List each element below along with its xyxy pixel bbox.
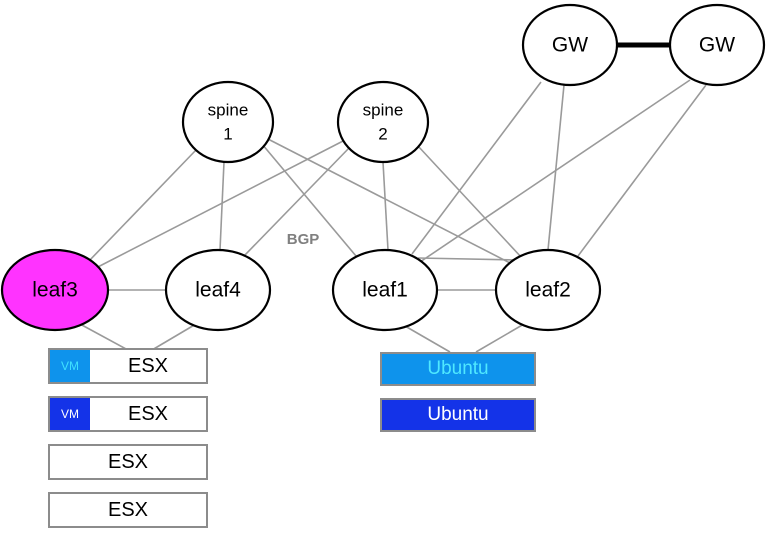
host-box-esx3[interactable]: ESX (48, 444, 208, 480)
node-shape-leaf1 (331, 248, 439, 332)
node-leaf3[interactable]: leaf3 (0, 248, 110, 332)
node-shape-leaf4 (164, 248, 272, 332)
host-box-esx1[interactable]: VM ESX (48, 348, 208, 384)
node-label-spine1: spine (208, 100, 249, 119)
node-shape-spine1 (181, 80, 275, 164)
link-gw2-leaf1 (419, 79, 691, 263)
link-leaf1-leaf2b (417, 257, 517, 261)
node-label2-spine2: 2 (378, 124, 387, 143)
host-name-esx4: ESX (107, 498, 149, 521)
node-gw2[interactable]: GW (668, 3, 766, 87)
link-spine2-leaf1 (382, 161, 389, 251)
node-shape-spine2 (336, 80, 430, 164)
link-gw1-leaf2 (547, 84, 565, 251)
link-spine2-leaf3 (91, 139, 346, 271)
server-box-ubuntu2[interactable]: Ubuntu (380, 398, 536, 432)
link-spine1-leaf1 (261, 143, 357, 257)
link-spine1-leaf3 (87, 149, 197, 263)
node-spine1[interactable]: spine 1 (181, 80, 275, 164)
link-gw2-leaf2 (577, 84, 707, 257)
node-label-leaf3: leaf3 (32, 279, 78, 302)
node-shape-gw2 (668, 3, 766, 87)
node-shape-leaf3 (0, 248, 110, 332)
node-label2-spine1: 1 (223, 124, 232, 143)
node-gw1[interactable]: GW (521, 3, 619, 87)
node-layer: GW GW spine 1 spine 2 leaf3 leaf4 leaf1 leaf2 (0, 3, 766, 332)
link-spine2-leaf2 (417, 145, 523, 259)
link-leaf1-ubuntu1 (404, 325, 451, 353)
link-leaf4-esx1 (151, 323, 197, 351)
node-leaf1[interactable]: leaf1 (331, 248, 439, 332)
host-name-esx1: ESX (127, 354, 169, 377)
node-label-spine2: spine (363, 100, 404, 119)
node-leaf2[interactable]: leaf2 (494, 248, 602, 332)
host-name-esx3: ESX (107, 450, 149, 473)
link-leaf2-ubuntu1 (475, 323, 525, 353)
server-box-ubuntu1[interactable]: Ubuntu (380, 352, 536, 386)
link-spine1-leaf4 (219, 161, 225, 251)
host-name-esx2: ESX (127, 402, 169, 425)
vm-badge-esx1: VM (50, 350, 90, 382)
node-label-gw2: GW (699, 34, 735, 57)
host-box-esx4[interactable]: ESX (48, 492, 208, 528)
link-layer (79, 42, 707, 353)
vm-badge-esx2: VM (50, 398, 90, 430)
node-shape-gw1 (521, 3, 619, 87)
node-spine2[interactable]: spine 2 (336, 80, 430, 164)
link-gw1-leaf1 (411, 81, 542, 255)
node-leaf4[interactable]: leaf4 (164, 248, 272, 332)
node-label-gw1: GW (552, 34, 588, 57)
bgp-protocol-label: BGP (287, 231, 320, 248)
node-label-leaf2: leaf2 (525, 279, 571, 302)
host-box-esx2[interactable]: VM ESX (48, 396, 208, 432)
link-spine2-leaf4 (243, 146, 351, 257)
node-shape-leaf2 (494, 248, 602, 332)
node-label-leaf1: leaf1 (362, 279, 408, 302)
node-label-leaf4: leaf4 (195, 279, 241, 302)
link-leaf3-esx1 (79, 323, 129, 351)
